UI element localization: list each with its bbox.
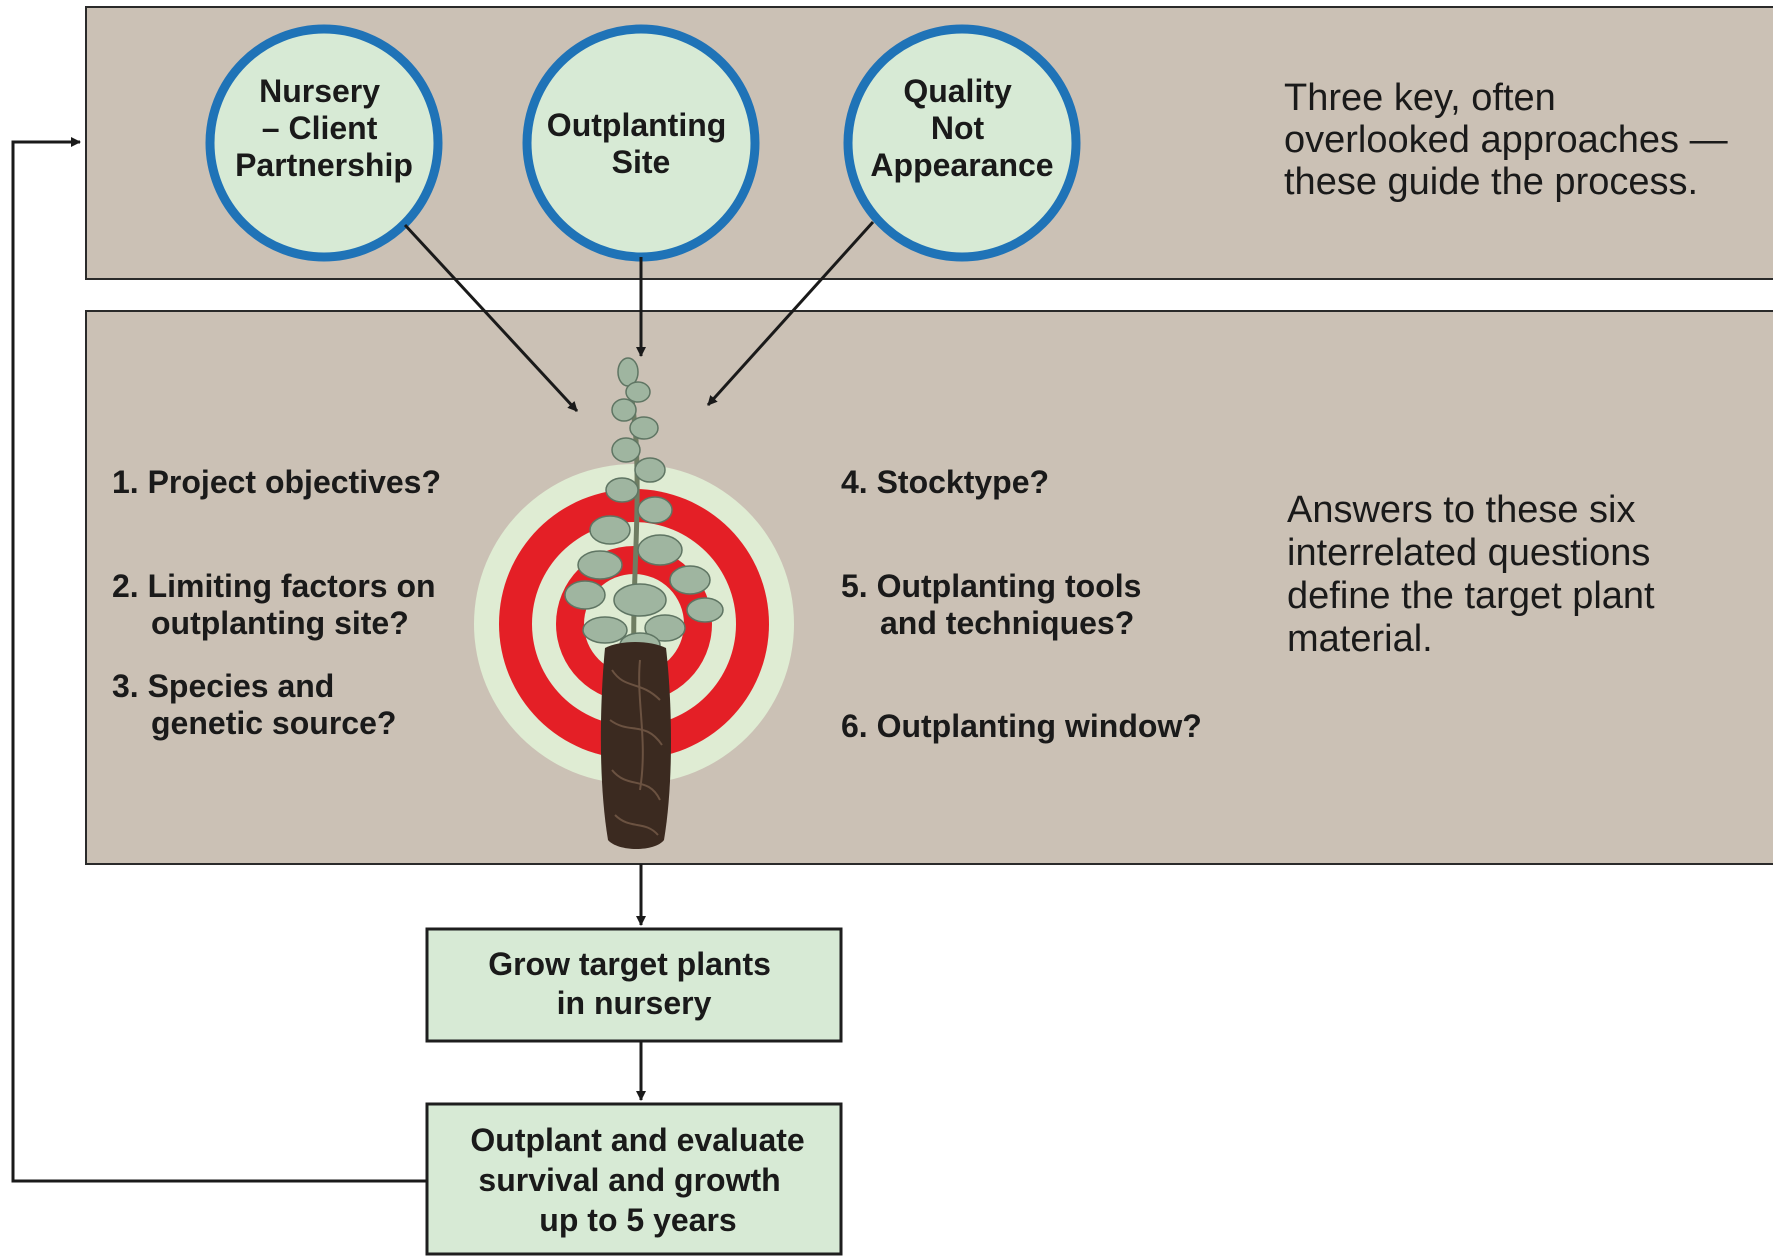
approach-node-site: Outplanting Site (522, 24, 760, 262)
step-grow-box: Grow target plants in nursery (425, 927, 843, 1043)
question-5: 5. Outplanting tools and techniques? (841, 568, 1150, 641)
step-outplant-label: Outplant and evaluate survival and growt… (470, 1122, 813, 1238)
seedling-leaf-cluster (669, 565, 711, 595)
seedling-root-plug (600, 642, 671, 849)
approach-node-partnership: Nursery – Client Partnership (205, 24, 443, 262)
seedling-leaf-cluster (686, 597, 724, 623)
seedling-leaf-cluster (564, 580, 606, 610)
step-grow-label: Grow target plants in nursery (488, 946, 780, 1021)
seedling-leaf-cluster (625, 381, 651, 403)
seedling-leaf-cluster (613, 583, 667, 617)
seedling-root-texture (609, 659, 663, 836)
seedling-leaf-cluster (637, 496, 673, 524)
seedling-leaf-cluster (634, 457, 666, 483)
arrow-partnership-to-target (403, 223, 579, 413)
approach-label-partnership: Nursery – Client Partnership (235, 73, 413, 183)
question-2: 2. Limiting factors on outplanting site? (112, 568, 444, 641)
seedling-leaf-cluster (605, 477, 639, 503)
seedling-leaf-cluster (611, 398, 637, 422)
approach-node-quality: Quality Not Appearance (843, 24, 1081, 262)
feedback-loop-arrow (11, 137, 427, 1183)
seedling-leaf-cluster (611, 437, 641, 463)
approach-label-site: Outplanting Site (547, 107, 735, 180)
arrow-quality-to-target (706, 220, 875, 407)
seedling-leaf-cluster (582, 616, 628, 644)
seedling-leaf-cluster (577, 550, 623, 580)
seedling-foliage (564, 357, 724, 658)
seedling-image (564, 357, 724, 849)
approaches-description: Three key, often overlooked approaches —… (1284, 77, 1738, 203)
approach-label-quality: Quality Not Appearance (870, 73, 1053, 183)
seedling-leaf-cluster (589, 515, 631, 545)
seedling-leaf-cluster (629, 416, 659, 440)
question-6: 6. Outplanting window? (841, 708, 1202, 744)
seedling-leaf-cluster (637, 534, 683, 566)
questions-description: Answers to these six interrelated questi… (1287, 489, 1665, 660)
question-3: 3. Species and genetic source? (112, 668, 396, 741)
questions-panel (85, 310, 1773, 865)
seedling-leaf-cluster (644, 614, 686, 642)
question-1: 1. Project objectives? (112, 464, 441, 500)
step-outplant-box: Outplant and evaluate survival and growt… (425, 1102, 843, 1256)
question-4: 4. Stocktype? (841, 464, 1049, 500)
